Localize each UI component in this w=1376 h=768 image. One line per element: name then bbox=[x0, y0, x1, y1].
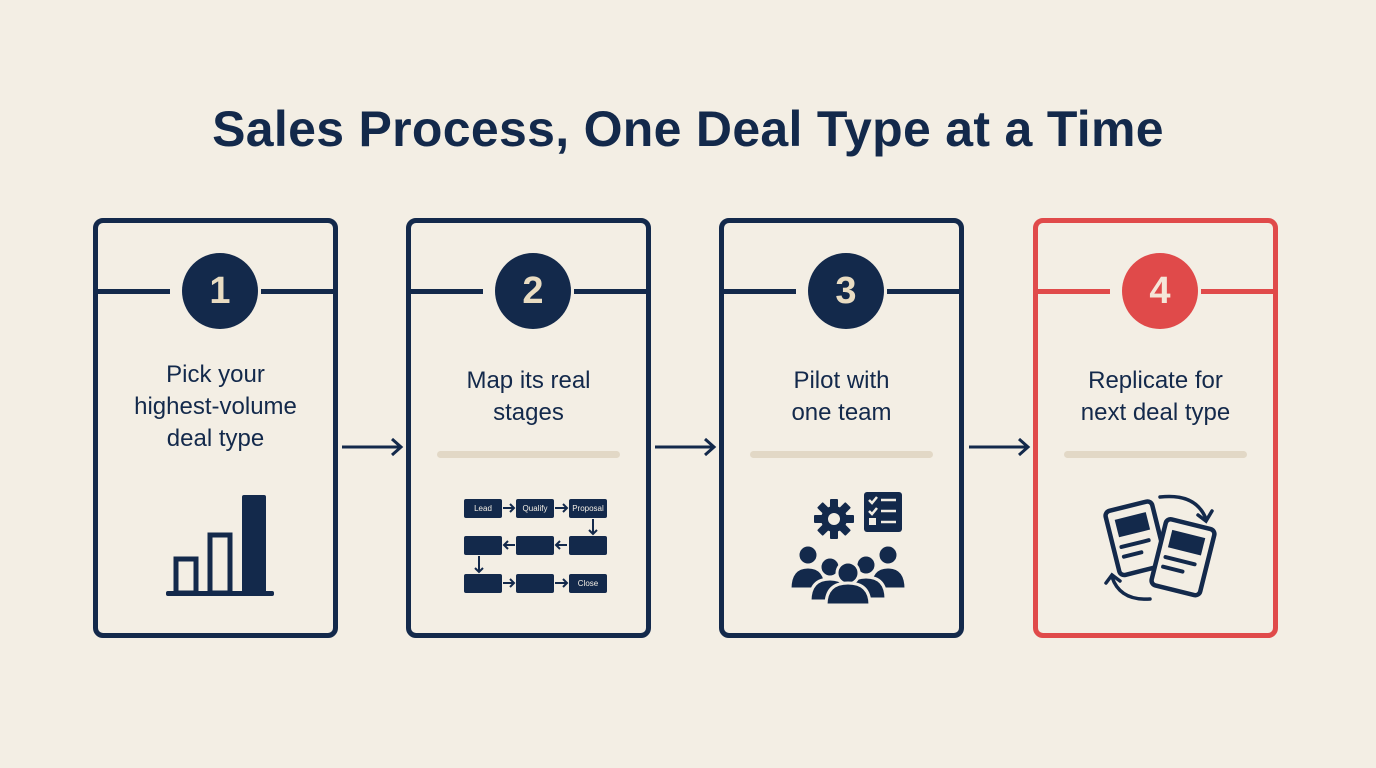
bar-chart-icon bbox=[166, 495, 274, 596]
arrow-right-icon bbox=[342, 437, 404, 457]
separator bbox=[750, 451, 933, 458]
separator bbox=[437, 451, 620, 458]
step-label: Replicate for next deal type bbox=[1080, 367, 1231, 426]
divider bbox=[724, 289, 796, 294]
flow-label-lead: Lead bbox=[474, 504, 492, 513]
page-title: Sales Process, One Deal Type at a Time bbox=[212, 101, 1164, 157]
step-label: Map its real stages bbox=[466, 367, 591, 426]
step-card-3: 3 Pilot with one team bbox=[719, 218, 964, 638]
divider bbox=[887, 289, 959, 294]
flow-label-qualify: Qualify bbox=[523, 504, 548, 513]
divider bbox=[1038, 289, 1110, 294]
step-number-badge: 1 bbox=[182, 253, 258, 329]
step-label: Pilot with one team bbox=[791, 367, 892, 426]
separator bbox=[1064, 451, 1247, 458]
divider bbox=[1201, 289, 1273, 294]
process-flow-icon: Lead Qualify Proposal Close bbox=[464, 499, 607, 593]
step-number-badge: 3 bbox=[808, 253, 884, 329]
step-card-2: 2 Map its real stages Lead bbox=[406, 218, 651, 638]
step-label: Pick your highest-volume deal type bbox=[134, 361, 297, 452]
divider bbox=[574, 289, 646, 294]
divider bbox=[411, 289, 483, 294]
team-gear-checklist-icon bbox=[788, 492, 908, 605]
step-number-badge: 4 bbox=[1122, 253, 1198, 329]
replicate-documents-icon bbox=[1103, 494, 1217, 601]
step-card-4: 4 Replicate for next deal type bbox=[1033, 218, 1278, 638]
flow-label-close: Close bbox=[578, 579, 599, 588]
arrow-right-icon bbox=[655, 437, 717, 457]
arrow-right-icon bbox=[969, 437, 1031, 457]
divider bbox=[98, 289, 170, 294]
step-card-1: 1 Pick your highest-volume deal type bbox=[93, 218, 338, 638]
divider bbox=[261, 289, 333, 294]
step-number-badge: 2 bbox=[495, 253, 571, 329]
flow-label-proposal: Proposal bbox=[572, 504, 604, 513]
